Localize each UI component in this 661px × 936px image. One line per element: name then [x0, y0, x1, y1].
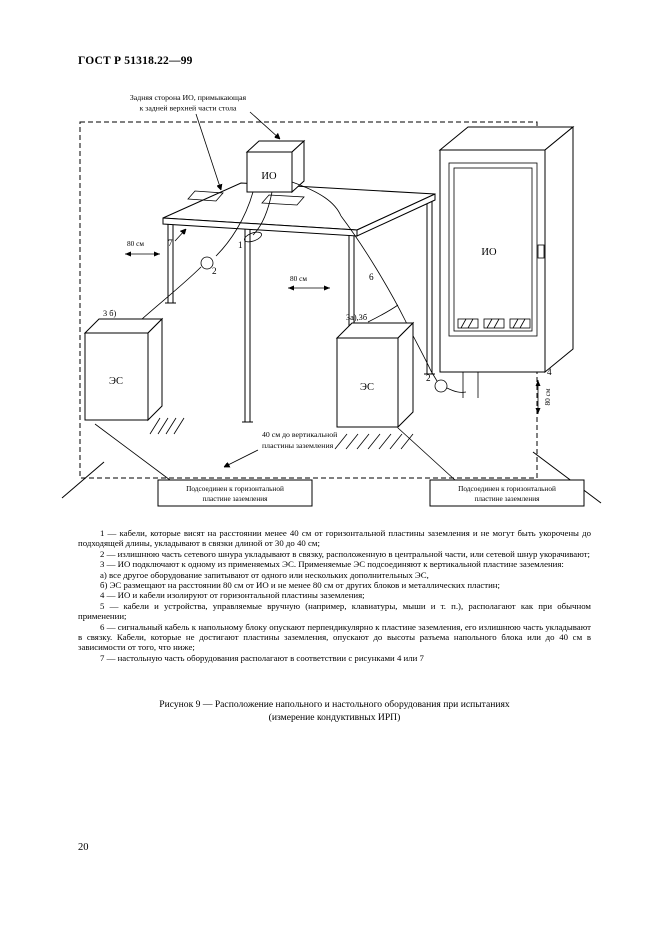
note-2: 2 — излишнюю часть сетевого шнура уклады…	[100, 548, 590, 559]
cables	[141, 181, 467, 393]
ground-connection-labels: Подсоединен к горизонтальной пластине за…	[94, 423, 585, 507]
note-7: 7 — настольную часть оборудования распол…	[100, 652, 424, 663]
top-note-line2: к задней верхней части стола	[140, 104, 237, 113]
callout-6-label: 6	[369, 272, 374, 282]
note-5: 5 — кабели и устройства, управляемые вру…	[78, 600, 591, 622]
dim-80-right-label: 80 см	[543, 388, 552, 405]
es-left-box: ЭС 3 б)	[83, 309, 185, 435]
note-3: 3 — ИО подключают к одному из применяемы…	[100, 559, 564, 570]
es-right-hatching	[334, 433, 414, 450]
figure-caption-line1: Рисунок 9 — Расположение напольного и на…	[159, 699, 510, 710]
figure-9-diagram: ИО	[61, 93, 602, 507]
ground-label-right-line2: пластине заземления	[475, 494, 541, 503]
note-4: 4 — ИО и кабели изолируют от горизонталь…	[100, 590, 365, 601]
ground-label-left-line1: Подсоединен к горизонтальной	[186, 484, 284, 493]
table-items	[187, 190, 305, 206]
callouts: 7 1 2 6 2 4	[168, 229, 552, 383]
callout-2-table-label: 2	[212, 266, 217, 276]
page-number: 20	[78, 842, 89, 853]
es-left-hatching	[149, 417, 185, 435]
floor-eut-label: ИО	[481, 247, 497, 258]
note-1: 1 — кабели, которые висят на расстоянии …	[78, 528, 591, 549]
callout-3a3b-label: 3а),3б	[346, 313, 367, 322]
top-annotation: Задняя сторона ИО, примыкающая к задней …	[130, 93, 280, 190]
distance-note-line1: 40 см до вертикальной	[262, 430, 337, 439]
ground-label-right-line1: Подсоединен к горизонтальной	[458, 484, 556, 493]
distance-note: 40 см до вертикальной пластины заземлени…	[224, 430, 337, 468]
figure-caption: Рисунок 9 — Расположение напольного и на…	[78, 699, 591, 724]
figure-caption-line2: (измерение кондуктивных ИРП)	[268, 711, 401, 723]
es-left-label: ЭС	[109, 376, 123, 387]
figure-notes: 1 — кабели, которые висят на расстоянии …	[78, 528, 591, 663]
note-6: 6 — сигнальный кабель к напольному блоку…	[78, 621, 591, 653]
cable-loop-left	[200, 256, 214, 270]
document-header: ГОСТ Р 51318.22—99	[78, 55, 193, 67]
cable-bundle	[244, 231, 262, 243]
floor-standing-eut: ИО	[438, 125, 575, 398]
power-inlet	[537, 244, 545, 259]
cabinet-vents	[457, 318, 531, 329]
distance-note-line2: пластины заземления	[262, 441, 334, 450]
top-note-line1: Задняя сторона ИО, примыкающая	[130, 93, 247, 102]
callout-4-label: 4	[547, 367, 552, 377]
note-3a: а) все другое оборудование запитывают от…	[100, 569, 429, 580]
callout-1-label: 1	[238, 240, 243, 250]
es-right-label: ЭС	[360, 382, 374, 393]
callout-2-floor-label: 2	[426, 373, 431, 383]
dim-80-mid-label: 80 см	[290, 274, 307, 283]
dim-80-left-label: 80 см	[127, 239, 144, 248]
desktop-eut: ИО	[245, 139, 306, 194]
desktop-eut-label: ИО	[261, 171, 277, 182]
test-table	[162, 182, 436, 427]
callout-3b-label: 3 б)	[103, 309, 116, 318]
ground-label-left-line2: пластине заземления	[203, 494, 269, 503]
es-right-box: ЭС 3а),3б	[334, 313, 415, 450]
cable-loop-floor	[434, 379, 448, 393]
dimensions: 80 см 80 см 80 см	[125, 239, 552, 414]
callout-7-label: 7	[168, 238, 173, 248]
note-3b: б) ЭС размещают на расстоянии 80 см от И…	[100, 580, 500, 591]
